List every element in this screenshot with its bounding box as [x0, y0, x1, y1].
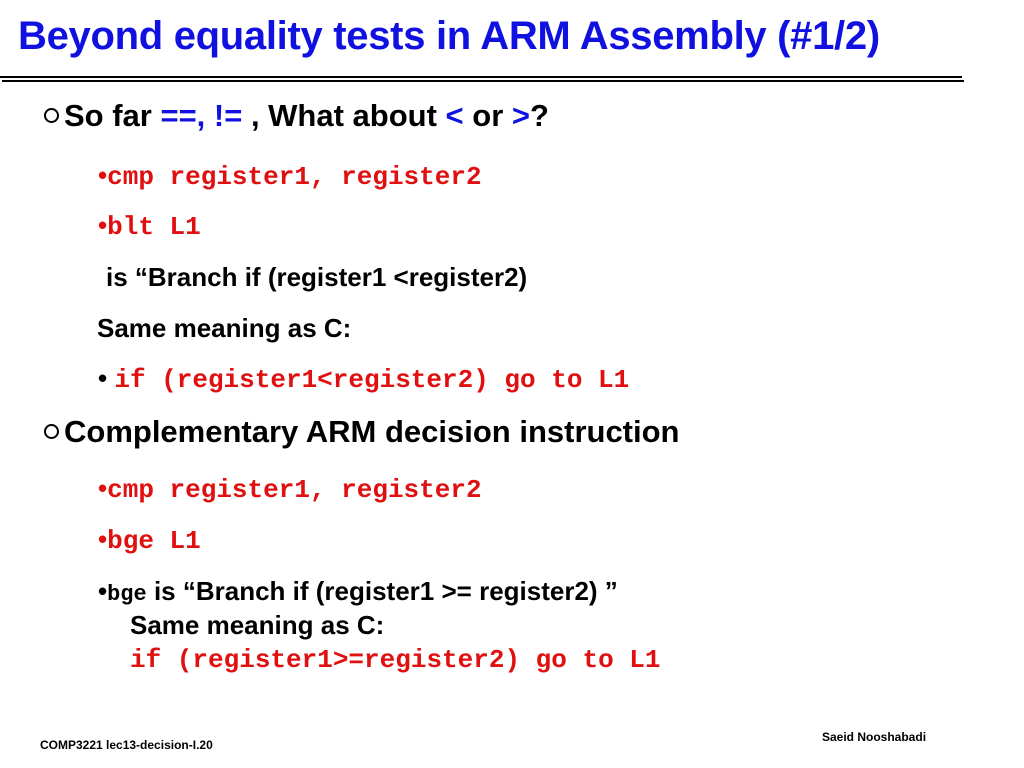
- if-code-2: if (register1>=register2) go to L1: [130, 645, 661, 675]
- sub-bullet-blt: •blt L1: [98, 210, 201, 242]
- sub-bullet-if-1: • if (register1<register2) go to L1: [98, 363, 629, 395]
- footer-course: COMP3221 lec13-decision-I.20: [40, 738, 213, 752]
- bge-description: is “Branch if (register1 >= register2) ”: [146, 576, 618, 606]
- blt-code: blt L1: [107, 212, 201, 242]
- footer-author: Saeid Nooshabadi: [822, 730, 927, 744]
- bullet-so-far: So far ==, != , What about < or >?: [64, 98, 549, 134]
- question-mark: ?: [529, 98, 549, 133]
- ring-bullet-2: [44, 424, 59, 439]
- same-meaning-2: Same meaning as C:: [130, 610, 385, 640]
- bge-keyword: bge: [107, 582, 147, 607]
- greater-than-op: >: [511, 98, 530, 133]
- sub-bullet-cmp-2: •cmp register1, register2: [98, 473, 482, 505]
- title-underline-shadow: [2, 80, 964, 82]
- less-than-op: <: [445, 98, 464, 133]
- sub-bullet-bge-desc: •bge is “Branch if (register1 >= registe…: [98, 576, 618, 607]
- or-text: or: [463, 98, 512, 133]
- blt-description: is “Branch if (register1 <register2): [106, 262, 528, 292]
- bullet-dot: •: [98, 160, 108, 190]
- title-underline: [0, 76, 962, 78]
- bullet-complementary: Complementary ARM decision instruction: [64, 414, 680, 449]
- cmp-code-2: cmp register1, register2: [107, 475, 482, 505]
- so-far-text: So far: [64, 98, 161, 133]
- if-code-1: if (register1<register2) go to L1: [114, 365, 630, 395]
- what-about-text: , What about: [242, 98, 446, 133]
- bullet-dot: •: [98, 473, 108, 503]
- bullet-dot: •: [98, 576, 108, 606]
- equality-ops: ==, !=: [160, 98, 243, 133]
- bullet-dot: •: [98, 363, 108, 393]
- same-meaning-1: Same meaning as C:: [97, 313, 352, 343]
- sub-bullet-bge: •bge L1: [98, 524, 201, 556]
- bullet-dot: •: [98, 524, 108, 554]
- slide-title: Beyond equality tests in ARM Assembly (#…: [18, 14, 880, 58]
- bge-code: bge L1: [107, 526, 201, 556]
- sub-bullet-cmp-1: •cmp register1, register2: [98, 160, 482, 192]
- bullet-dot: •: [98, 210, 108, 240]
- cmp-code-1: cmp register1, register2: [107, 162, 482, 192]
- ring-bullet-1: [44, 108, 59, 123]
